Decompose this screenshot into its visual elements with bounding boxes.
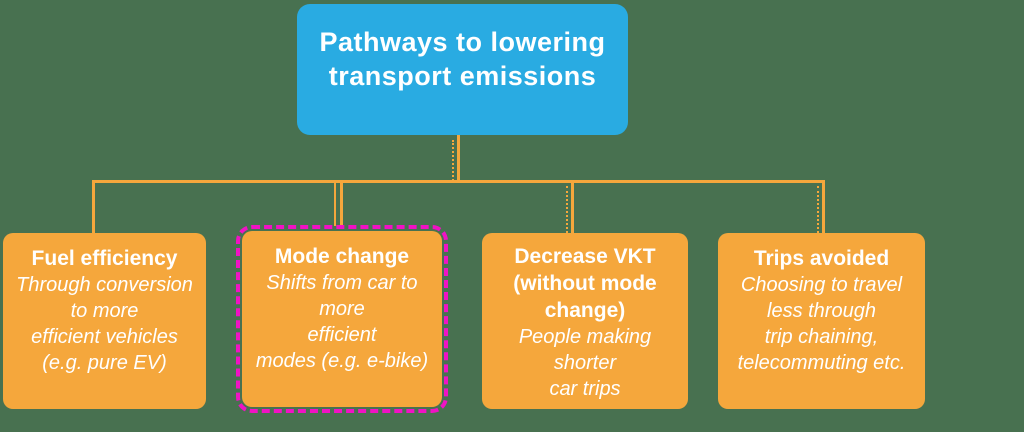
branch-node-mode-change[interactable]: Mode change Shifts from car to more effi… [242,231,442,407]
branch-node-trips-avoided[interactable]: Trips avoided Choosing to travel less th… [718,233,925,409]
branch-body-mode-change: Shifts from car to more efficient modes … [255,272,429,372]
branch-title-fuel-efficiency: Fuel efficiency [31,247,178,270]
branch-title-trips-avoided: Trips avoided [753,247,890,270]
connector-horizontal-bar [92,180,825,183]
branch-body-decrease-vkt: People making shorter car trips [518,326,652,400]
connector-drop-trips-avoided [822,180,825,233]
connector-root-stem [457,135,460,183]
branch-title-decrease-vkt: Decrease VKT (without mode change) [513,245,657,322]
connector-drop-mode-change-secondary [334,183,336,226]
connector-drop-trips-avoided-dotted [817,186,819,233]
branch-node-fuel-efficiency[interactable]: Fuel efficiency Through conversion to mo… [3,233,206,409]
root-node[interactable]: Pathways to lowering transport emissions [297,4,628,135]
connector-drop-mode-change [340,183,343,226]
connector-root-stem-dotted [452,140,454,181]
branch-node-decrease-vkt[interactable]: Decrease VKT (without mode change) Peopl… [482,233,688,409]
connector-drop-decrease-vkt [571,183,574,233]
root-node-title: Pathways to lowering transport emissions [319,27,606,91]
branch-title-mode-change: Mode change [274,245,410,268]
connector-drop-fuel-efficiency [92,180,95,233]
branch-body-trips-avoided: Choosing to travel less through trip cha… [737,274,906,374]
branch-body-fuel-efficiency: Through conversion to more efficient veh… [16,274,193,374]
selection-outline-mode-change: Mode change Shifts from car to more effi… [236,225,448,413]
connector-drop-decrease-vkt-dotted [566,186,568,233]
